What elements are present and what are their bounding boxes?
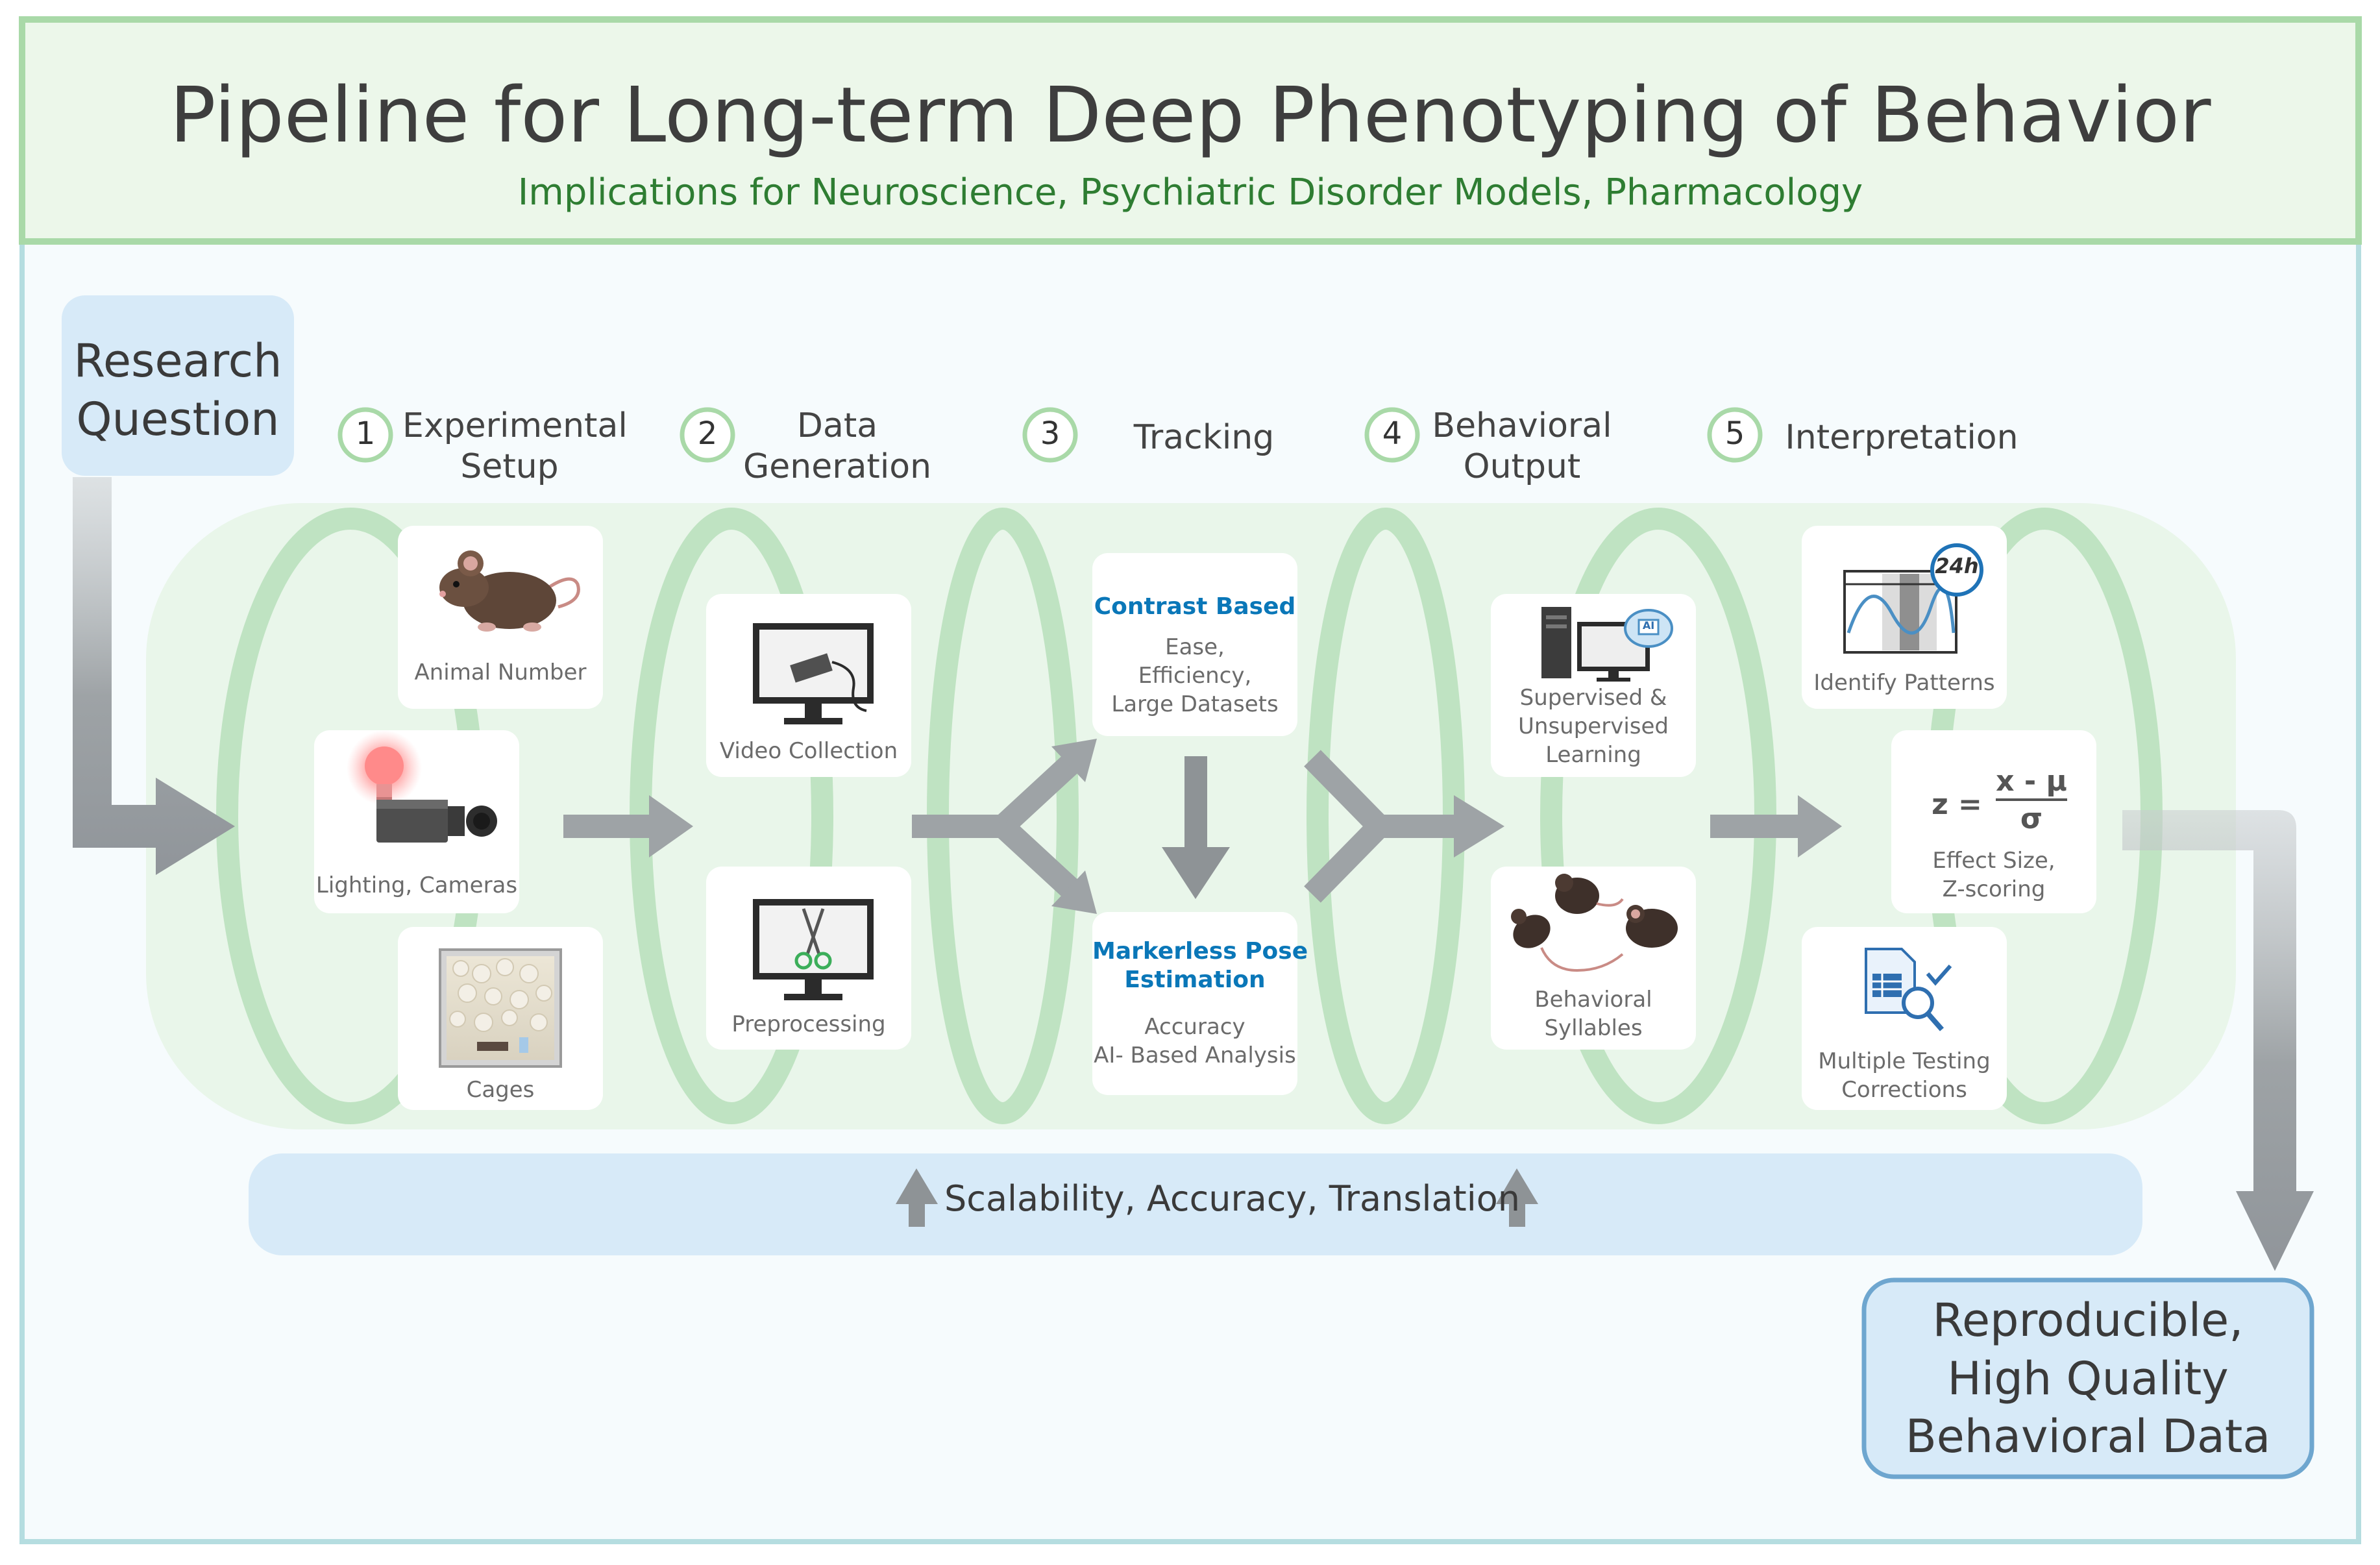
- lightbulb-camera-icon: [347, 730, 497, 843]
- card-testing: [1802, 927, 2007, 1110]
- animal-number-label: Animal Number: [414, 659, 587, 685]
- banner-up-arrow-right: [1496, 1168, 1538, 1227]
- mouse-icon: [439, 550, 580, 632]
- header-box: [19, 16, 2362, 245]
- banner-up-arrow-left: [896, 1168, 938, 1227]
- step-3-label: Tracking: [1133, 418, 1275, 457]
- step-number-circles: [337, 407, 1763, 463]
- card-effect-size: [1891, 730, 2096, 913]
- research-question-label: Research Question: [73, 334, 282, 446]
- fork-up-head: [1051, 739, 1097, 782]
- z-denominator: σ: [2020, 802, 2043, 835]
- markerless-heading-line-1: Markerless Pose: [1092, 938, 1308, 965]
- merge-arrow-head: [1454, 795, 1504, 857]
- effect-size-line-2: Z-scoring: [1942, 876, 2046, 902]
- entry-arrow: [73, 477, 235, 875]
- z-equals: z =: [1932, 788, 1982, 821]
- markerless-line-1: Accuracy: [1144, 1014, 1245, 1040]
- page-title: Pipeline for Long-term Deep Phenotyping …: [169, 70, 2211, 160]
- step-2-circle: [680, 407, 735, 463]
- merge-arrow-tracking: [1304, 750, 1460, 903]
- preprocessing-label: Preprocessing: [731, 1011, 886, 1037]
- result-label: Reproducible, High Quality Behavioral Da…: [1905, 1294, 2271, 1464]
- fork-down-head: [1051, 870, 1097, 914]
- banner-label: Scalability, Accuracy, Translation: [944, 1178, 1520, 1219]
- fork-arrow-tracking: [912, 756, 1078, 897]
- testing-line-2: Corrections: [1841, 1077, 1967, 1103]
- video-collection-label: Video Collection: [719, 738, 898, 764]
- banner-bar: [249, 1153, 2142, 1255]
- testing-line-1: Multiple Testing: [1818, 1048, 1991, 1074]
- arrow-contrast-to-markerless: [1162, 756, 1230, 899]
- contrast-based-heading: Contrast Based: [1094, 593, 1296, 620]
- step-4-label: Behavioral Output: [1432, 406, 1612, 487]
- step-3-circle: [1022, 407, 1078, 463]
- supervised-line-2: Unsupervised: [1518, 713, 1669, 739]
- supervised-line-3: Learning: [1545, 742, 1641, 768]
- card-markerless: [1092, 912, 1297, 1095]
- step-1-number: 1: [355, 415, 376, 452]
- computer-ai-icon: [1541, 607, 1673, 682]
- spreadsheet-search-icon: [1865, 948, 1952, 1031]
- arrow-output-to-interpretation: [1710, 795, 1842, 857]
- step-1-circle: [337, 407, 393, 463]
- research-question-box: [62, 295, 294, 476]
- effect-size-line-1: Effect Size,: [1932, 848, 2055, 874]
- step-2-label: Data Generation: [742, 406, 932, 487]
- syllables-line-1: Behavioral: [1534, 987, 1652, 1013]
- step-3-number: 3: [1040, 415, 1061, 452]
- z-numerator: x - μ: [1996, 765, 2067, 798]
- contrast-line-2: Efficiency,: [1138, 663, 1252, 689]
- monitor-scissors-icon: [753, 899, 874, 1000]
- identify-patterns-label: Identify Patterns: [1813, 670, 1995, 696]
- arrow-setup-to-data: [563, 795, 693, 857]
- lighting-cameras-label: Lighting, Cameras: [315, 872, 518, 898]
- page-subtitle: Implications for Neuroscience, Psychiatr…: [517, 171, 1863, 214]
- exit-arrow: [2122, 810, 2314, 1271]
- contrast-line-1: Ease,: [1165, 634, 1225, 660]
- markerless-line-2: AI- Based Analysis: [1094, 1042, 1296, 1068]
- supervised-line-1: Supervised &: [1519, 685, 1667, 711]
- ai-chip-label: AI: [1642, 619, 1655, 632]
- cages-label: Cages: [466, 1077, 535, 1103]
- cage-icon: [439, 948, 562, 1068]
- card-contrast-based: [1092, 553, 1297, 736]
- step-5-label: Interpretation: [1785, 418, 2018, 457]
- step-4-circle: [1364, 407, 1420, 463]
- step-5-circle: [1707, 407, 1763, 463]
- badge-24h: 24h: [1935, 554, 1979, 578]
- step-5-number: 5: [1724, 415, 1745, 452]
- syllables-line-2: Syllables: [1544, 1015, 1643, 1041]
- step-4-number: 4: [1382, 415, 1403, 452]
- mice-group-icon: [1511, 874, 1678, 972]
- step-2-number: 2: [697, 415, 718, 452]
- monitor-camera-icon: [753, 623, 874, 724]
- pattern-chart-icon: [1843, 543, 1983, 654]
- markerless-heading-line-2: Estimation: [1124, 967, 1266, 993]
- contrast-line-3: Large Datasets: [1111, 691, 1279, 717]
- result-box: [1861, 1277, 2314, 1479]
- step-1-label: Experimental Setup: [402, 406, 628, 487]
